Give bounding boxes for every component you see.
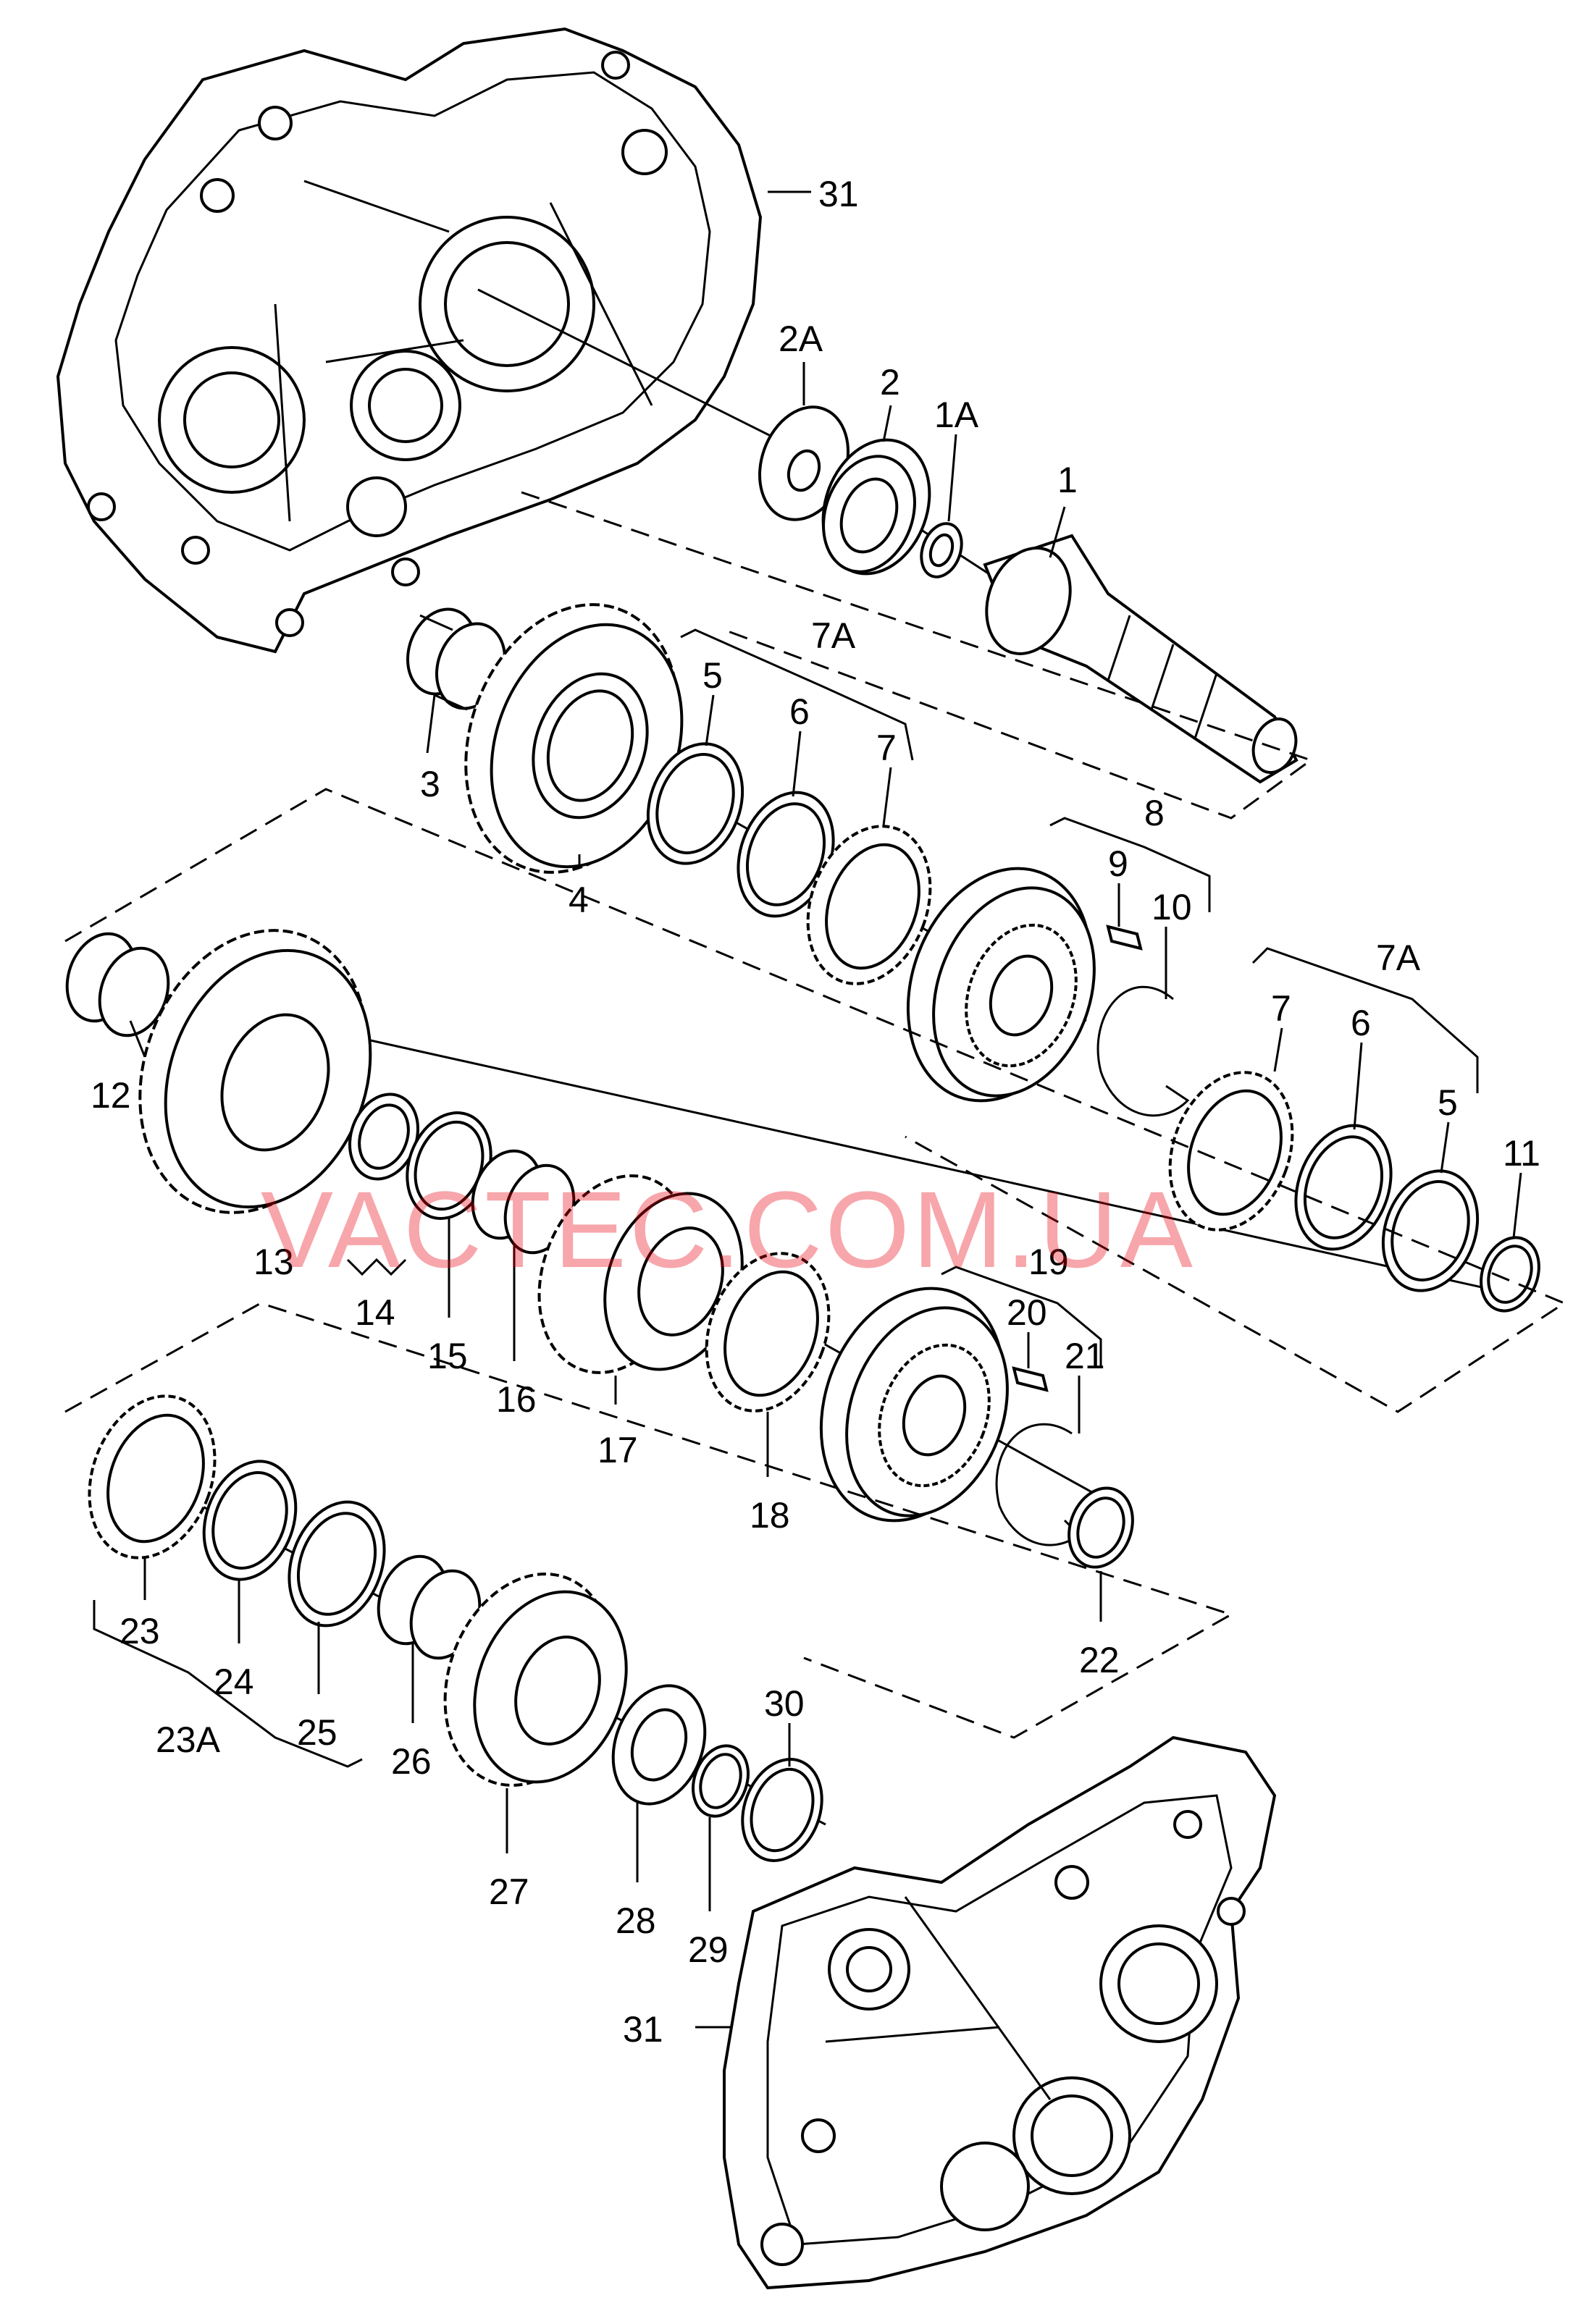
part-27-gear [443, 1573, 628, 1787]
part-8-synchro-hub [906, 867, 1096, 1103]
part-5b-ring [1381, 1169, 1480, 1292]
label-23: 23 [119, 1611, 160, 1651]
label-14: 14 [355, 1292, 395, 1333]
label-10: 10 [1152, 887, 1192, 927]
part-1-shaft [983, 534, 1299, 784]
label-5-top: 5 [702, 655, 723, 696]
label-26: 26 [391, 1741, 432, 1782]
part-14-split-ring [348, 1092, 420, 1181]
label-30: 30 [764, 1683, 805, 1724]
label-12: 12 [91, 1075, 131, 1116]
label-19: 19 [1028, 1242, 1069, 1282]
part-6b-ring [1294, 1124, 1393, 1251]
label-7A-top: 7A [811, 615, 856, 656]
label-18: 18 [750, 1495, 790, 1536]
part-7-synchro-ring [806, 825, 932, 985]
part-23-synchro-ring [88, 1394, 217, 1559]
part-25-ring [288, 1500, 386, 1628]
label-29: 29 [688, 1929, 729, 1970]
label-1: 1 [1057, 460, 1078, 500]
part-20-key [1012, 1366, 1049, 1392]
leader-lines [129, 190, 1522, 2029]
label-24: 24 [214, 1662, 254, 1702]
part-7b-synchro-ring [1168, 1071, 1294, 1232]
label-31-top: 31 [818, 174, 859, 214]
label-31-bottom: 31 [623, 2009, 663, 2050]
label-13: 13 [253, 1242, 294, 1282]
group-outline-3 [64, 1302, 1234, 1739]
part-11-circlip [1480, 1236, 1540, 1313]
part-28-bearing [611, 1684, 707, 1806]
label-16: 16 [496, 1379, 537, 1420]
label-27: 27 [489, 1872, 529, 1912]
group-outline-1 [521, 491, 1314, 820]
part-24-ring [202, 1460, 298, 1581]
label-17: 17 [597, 1430, 638, 1470]
label-25: 25 [297, 1712, 337, 1753]
group-brackets [93, 628, 1479, 1768]
part-4-gear [464, 603, 684, 874]
housing-top [56, 27, 763, 654]
label-22: 22 [1079, 1640, 1120, 1680]
label-3: 3 [420, 764, 440, 804]
part-22-circlip [1067, 1486, 1134, 1569]
part-18-synchro-ring [705, 1252, 831, 1412]
part-10-spring [1096, 985, 1190, 1117]
label-7A-right: 7A [1376, 938, 1421, 978]
part-labels: 31 2A 2 1A 1 7A 5 6 7 3 4 8 9 10 7A 7 6 … [91, 174, 1540, 2050]
part-6-ring [737, 791, 835, 918]
label-6-right: 6 [1351, 1003, 1371, 1043]
part-13-gear [138, 929, 372, 1214]
label-7-top: 7 [876, 728, 897, 768]
part-2-bearing [821, 438, 931, 576]
part-30-shim [741, 1758, 823, 1862]
label-4: 4 [569, 880, 589, 920]
label-8: 8 [1144, 793, 1165, 833]
label-2: 2 [880, 362, 900, 403]
watermark-text: VACTEC.COM.UA [261, 1169, 1196, 1290]
label-15: 15 [427, 1336, 468, 1376]
part-9-key [1106, 925, 1143, 951]
label-1A: 1A [934, 395, 979, 435]
label-7-right: 7 [1271, 988, 1291, 1029]
housing-bottom [723, 1735, 1277, 2290]
label-6-top: 6 [789, 691, 810, 732]
part-1A-ring [920, 522, 963, 578]
part-5-ring [646, 742, 744, 865]
label-2A: 2A [779, 319, 823, 359]
group-outline-2 [64, 788, 1567, 1413]
label-21: 21 [1065, 1336, 1105, 1376]
part-12-needle-bearing [65, 932, 170, 1037]
label-5-right: 5 [1438, 1082, 1458, 1123]
part-21-spring [995, 1423, 1081, 1546]
label-28: 28 [616, 1900, 656, 1941]
part-17-gear [537, 1174, 744, 1374]
part-19-synchro-hub [819, 1287, 1009, 1523]
label-20: 20 [1007, 1292, 1047, 1333]
label-11: 11 [1503, 1133, 1540, 1174]
label-9: 9 [1108, 843, 1128, 884]
label-23A: 23A [156, 1719, 221, 1760]
part-29-circlip [692, 1744, 750, 1818]
